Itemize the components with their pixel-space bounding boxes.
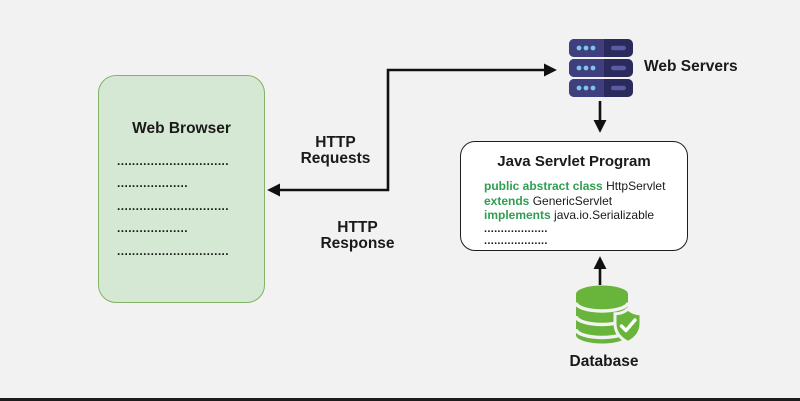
servlet-dotted-line: ................... xyxy=(484,222,548,235)
code-text: GenericServlet xyxy=(532,193,613,208)
request-response-arrow xyxy=(267,63,557,197)
http-response-line2: Response xyxy=(320,234,395,252)
servlet-dotted-line: ................... xyxy=(484,235,548,247)
browser-dotted-line: ................... xyxy=(117,221,188,235)
browser-dotted-line: .............................. xyxy=(117,244,230,258)
browser-dotted-line: ................... xyxy=(117,176,188,190)
web-browser-node: Web Browser ............................… xyxy=(98,75,265,303)
browser-dotted-line: .............................. xyxy=(117,199,230,213)
java-servlet-title: Java Servlet Program xyxy=(497,153,651,170)
http-response-label: HTTP Response xyxy=(310,220,405,251)
database-shield-icon xyxy=(574,285,643,345)
code-text: HttpServlet xyxy=(606,179,666,193)
code-keyword: public abstract class xyxy=(484,179,603,193)
code-keyword: extends xyxy=(484,193,530,208)
browser-dotted-line: .............................. xyxy=(117,154,230,168)
bottom-edge-bar xyxy=(0,398,800,401)
code-keyword: implements xyxy=(484,208,551,222)
java-servlet-node: Java Servlet Program public abstract cla… xyxy=(460,141,688,251)
code-text: java.io.Serializable xyxy=(554,208,655,222)
database-label: Database xyxy=(569,353,639,370)
http-response-line1: HTTP xyxy=(337,219,378,236)
server-stack-icon xyxy=(569,39,633,97)
http-requests-line1: HTTP xyxy=(315,134,356,151)
http-requests-label: HTTP Requests xyxy=(288,135,383,166)
web-servers-label: Web Servers xyxy=(644,58,738,75)
web-browser-title: Web Browser xyxy=(132,120,231,137)
http-requests-line2: Requests xyxy=(300,149,371,167)
